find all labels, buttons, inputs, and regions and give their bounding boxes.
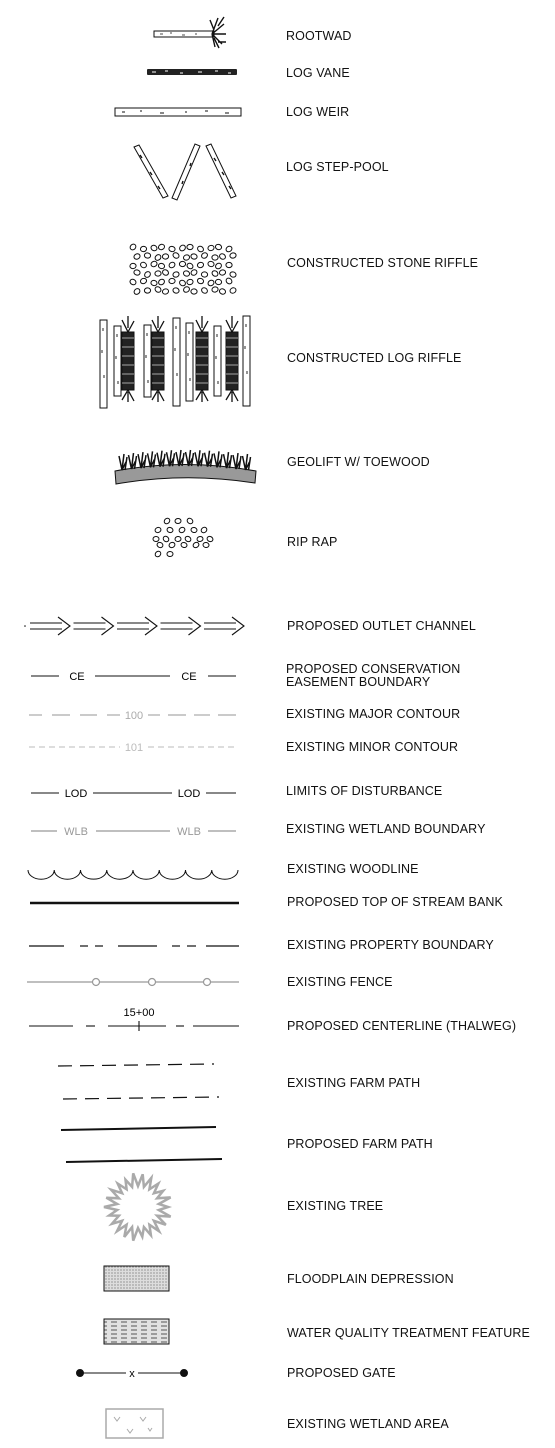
label-woodline: EXISTING WOODLINE [287, 862, 419, 876]
label-top-of-bank: PROPOSED TOP OF STREAM BANK [287, 895, 503, 909]
rip-rap-symbol [152, 517, 214, 558]
log-weir-symbol [114, 107, 242, 117]
label-property-boundary: EXISTING PROPERTY BOUNDARY [287, 938, 494, 952]
log-riffle-symbol [99, 315, 251, 409]
label-log-riffle: CONSTRUCTED LOG RIFFLE [287, 351, 462, 365]
label-outlet-channel: PROPOSED OUTLET CHANNEL [287, 619, 476, 633]
label-existing-farm-path: EXISTING FARM PATH [287, 1076, 421, 1090]
label-geolift: GEOLIFT W/ TOEWOOD [287, 455, 430, 469]
rootwad-symbol [153, 16, 226, 49]
woodline-symbol [27, 869, 239, 880]
wlb-tag-2: WLB [177, 826, 201, 838]
label-conservation-easement: PROPOSED CONSERVATION EASEMENT BOUNDARY [286, 662, 461, 689]
stone-riffle-symbol [129, 243, 237, 295]
label-stone-riffle: CONSTRUCTED STONE RIFFLE [287, 256, 479, 270]
minor-contour-value: 101 [125, 742, 143, 754]
label-floodplain-depression: FLOODPLAIN DEPRESSION [287, 1272, 454, 1286]
label-centerline: PROPOSED CENTERLINE (THALWEG) [287, 1019, 517, 1033]
wlb-tag-1: WLB [64, 826, 88, 838]
log-step-pool-symbol [133, 143, 237, 201]
station-label: 15+00 [124, 1007, 155, 1019]
label-rip-rap: RIP RAP [287, 535, 338, 549]
label-minor-contour: EXISTING MINOR CONTOUR [286, 740, 459, 754]
label-wetland-area: EXISTING WETLAND AREA [287, 1417, 449, 1431]
ce-tag-2: CE [181, 671, 196, 683]
label-log-step-pool: LOG STEP-POOL [286, 160, 389, 174]
outlet-channel-symbol [24, 616, 245, 636]
lod-tag-2: LOD [178, 788, 201, 800]
floodplain-depression-symbol [103, 1265, 170, 1292]
label-major-contour: EXISTING MAJOR CONTOUR [286, 707, 461, 721]
centerline-line [29, 1021, 239, 1031]
log-vane-symbol [147, 69, 237, 75]
fence-line [27, 977, 239, 987]
proposed-farm-path-lines [60, 1126, 223, 1163]
label-water-quality: WATER QUALITY TREATMENT FEATURE [287, 1326, 530, 1340]
label-existing-tree: EXISTING TREE [287, 1199, 384, 1213]
wetland-area-symbol [105, 1408, 164, 1439]
label-lod: LIMITS OF DISTURBANCE [286, 784, 443, 798]
geolift-symbol [114, 449, 257, 485]
existing-tree-symbol [103, 1172, 173, 1242]
label-proposed-farm-path: PROPOSED FARM PATH [287, 1137, 433, 1151]
lod-tag-1: LOD [65, 788, 88, 800]
water-quality-symbol [103, 1318, 170, 1345]
label-wetland-boundary: EXISTING WETLAND BOUNDARY [286, 822, 486, 836]
ce-tag-1: CE [69, 671, 84, 683]
label-rootwad: ROOTWAD [286, 29, 352, 43]
label-fence: EXISTING FENCE [287, 975, 393, 989]
label-log-weir: LOG WEIR [286, 105, 350, 119]
label-log-vane: LOG VANE [286, 66, 350, 80]
gate-tag: x [129, 1368, 135, 1380]
label-proposed-gate: PROPOSED GATE [287, 1366, 396, 1380]
proposed-gate-symbol [76, 1369, 188, 1377]
major-contour-value: 100 [125, 710, 143, 722]
existing-farm-path-lines [57, 1063, 220, 1100]
